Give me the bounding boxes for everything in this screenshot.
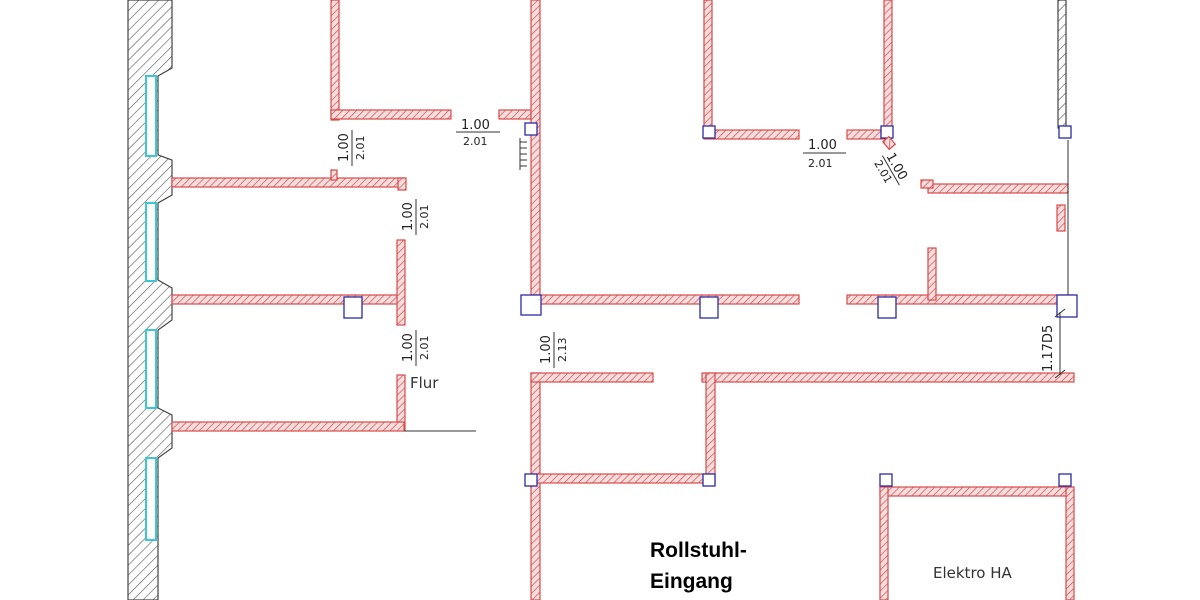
opening-dimension-4: 1.00 2.01 xyxy=(337,130,367,166)
column xyxy=(702,125,716,139)
wall xyxy=(397,177,407,191)
window-2 xyxy=(145,202,157,282)
window-3 xyxy=(145,329,157,409)
column xyxy=(524,473,538,487)
opening-width: 1.00 xyxy=(461,118,490,133)
wall xyxy=(330,0,340,121)
opening-dimension-3: 1.00 2.01 xyxy=(871,150,910,186)
opening-dimension-2: 1.00 2.01 xyxy=(803,138,846,170)
wall xyxy=(530,0,541,306)
opening-height: 2.13 xyxy=(556,338,569,363)
column xyxy=(343,296,363,319)
wall xyxy=(330,169,338,181)
wall xyxy=(530,372,654,383)
entrance-label-line1: Rollstuhl- xyxy=(650,539,747,562)
corridor-width-dimension: 1.17D5 xyxy=(1041,308,1066,379)
opening-dimension-7: 1.00 2.13 xyxy=(539,332,569,368)
dimension-tick xyxy=(1054,369,1066,379)
column xyxy=(702,473,716,487)
opening-height: 2.01 xyxy=(418,336,431,361)
right-edge-wall xyxy=(1057,0,1067,129)
wall xyxy=(171,177,405,188)
wall xyxy=(1065,486,1075,600)
column xyxy=(1058,125,1072,139)
opening-width: 1.00 xyxy=(337,133,352,162)
wall xyxy=(330,109,452,120)
opening-dimension-1: 1.00 2.01 xyxy=(456,118,500,148)
opening-width: 1.00 xyxy=(401,202,416,231)
wall xyxy=(927,183,1069,194)
wall xyxy=(701,372,1075,383)
wall xyxy=(879,486,889,600)
room-label-corridor: Flur xyxy=(410,374,439,392)
column xyxy=(524,122,538,136)
wall xyxy=(879,486,1073,497)
door-marks xyxy=(519,135,934,189)
wall xyxy=(498,109,532,120)
outer-facade xyxy=(127,0,173,600)
opening-height: 2.01 xyxy=(808,157,833,170)
wall xyxy=(883,0,893,139)
entrance-label-line2: Eingang xyxy=(650,570,733,593)
dimension-tick xyxy=(1054,308,1066,318)
column xyxy=(879,473,893,487)
window-4 xyxy=(145,457,157,541)
wall xyxy=(1056,204,1066,232)
wall xyxy=(530,473,715,484)
opening-width: 1.00 xyxy=(401,333,416,362)
opening-width: 1.00 xyxy=(808,138,837,153)
wall xyxy=(927,247,937,301)
wall xyxy=(530,294,800,305)
interior-walls xyxy=(171,0,1075,600)
opening-height: 2.01 xyxy=(463,135,488,148)
column xyxy=(1058,473,1072,487)
wall xyxy=(396,239,406,326)
wall xyxy=(705,372,716,484)
wall xyxy=(703,0,713,139)
column xyxy=(880,125,894,139)
window-1 xyxy=(145,75,157,157)
opening-dimension-6: 1.00 2.01 xyxy=(401,330,431,366)
corridor-dimension-text: 1.17D5 xyxy=(1041,325,1056,372)
door-leaf xyxy=(881,135,897,151)
wall xyxy=(703,129,800,140)
opening-height: 2.01 xyxy=(354,136,367,161)
opening-dimension-5: 1.00 2.01 xyxy=(401,199,431,235)
opening-height: 2.01 xyxy=(418,205,431,230)
opening-width: 1.00 xyxy=(539,335,554,364)
column xyxy=(520,294,542,316)
wall xyxy=(171,294,405,305)
columns xyxy=(343,122,1078,487)
column xyxy=(877,296,897,319)
room-label-electrical: Elektro HA xyxy=(933,564,1013,582)
wall xyxy=(171,421,405,432)
column xyxy=(699,296,719,319)
dimension-line xyxy=(881,155,900,186)
door-leaf xyxy=(920,179,934,189)
